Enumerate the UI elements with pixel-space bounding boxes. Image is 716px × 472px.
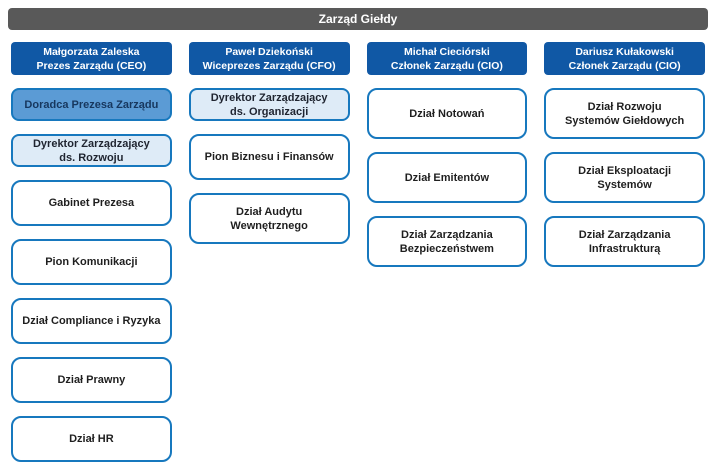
executive-name: Dariusz Kułakowski xyxy=(575,45,674,58)
department-box-emitenci: Dział Emitentów xyxy=(366,152,528,203)
department-box-hr: Dział HR xyxy=(11,416,172,462)
executive-role: Członek Zarządu (CIO) xyxy=(390,59,503,72)
executive-role: Prezes Zarządu (CEO) xyxy=(36,59,147,72)
department-box-notowania: Dział Notowań xyxy=(366,88,528,139)
department-box-doradca-prezesa: Doradca Prezesa Zarządu xyxy=(11,88,172,121)
org-column-cfo: Paweł Dziekoński Wiceprezes Zarządu (CFO… xyxy=(188,42,350,462)
department-box-prawny: Dział Prawny xyxy=(11,357,172,403)
department-box-bezpieczenstwo: Dział Zarządzania Bezpieczeństwem xyxy=(366,216,528,267)
department-box-compliance-ryzyka: Dział Compliance i Ryzyka xyxy=(11,298,172,344)
executive-header-cfo: Paweł Dziekoński Wiceprezes Zarządu (CFO… xyxy=(188,42,350,75)
board-title-bar: Zarząd Giełdy xyxy=(8,8,708,30)
executive-name: Paweł Dziekoński xyxy=(225,45,313,58)
executive-name: Małgorzata Zaleska xyxy=(43,45,140,58)
department-box-gabinet-prezesa: Gabinet Prezesa xyxy=(11,180,172,226)
executive-header-ceo: Małgorzata Zaleska Prezes Zarządu (CEO) xyxy=(11,42,172,75)
org-column-cio-1: Michał Cieciórski Członek Zarządu (CIO) … xyxy=(366,42,528,462)
department-box-dyrektor-rozwoju: Dyrektor Zarządzający ds. Rozwoju xyxy=(11,134,172,167)
board-title: Zarząd Giełdy xyxy=(318,12,398,26)
department-box-audyt-wewnetrzny: Dział Audytu Wewnętrznego xyxy=(188,193,350,244)
department-box-rozwoj-systemow: Dział Rozwoju Systemów Giełdowych xyxy=(544,88,705,139)
org-column-ceo: Małgorzata Zaleska Prezes Zarządu (CEO) … xyxy=(11,42,172,462)
department-box-eksploatacja-systemow: Dział Eksploatacji Systemów xyxy=(544,152,705,203)
department-box-pion-komunikacji: Pion Komunikacji xyxy=(11,239,172,285)
executive-header-cio-2: Dariusz Kułakowski Członek Zarządu (CIO) xyxy=(544,42,705,75)
executive-name: Michał Cieciórski xyxy=(403,45,490,58)
org-column-cio-2: Dariusz Kułakowski Członek Zarządu (CIO)… xyxy=(544,42,705,462)
department-box-dyrektor-organizacji: Dyrektor Zarządzający ds. Organizacji xyxy=(188,88,350,121)
executive-role: Wiceprezes Zarządu (CFO) xyxy=(202,59,336,72)
org-columns: Małgorzata Zaleska Prezes Zarządu (CEO) … xyxy=(11,42,705,462)
department-box-biznes-finanse: Pion Biznesu i Finansów xyxy=(188,134,350,180)
executive-role: Członek Zarządu (CIO) xyxy=(568,59,681,72)
executive-header-cio-1: Michał Cieciórski Członek Zarządu (CIO) xyxy=(366,42,528,75)
department-box-infrastruktura: Dział Zarządzania Infrastrukturą xyxy=(544,216,705,267)
